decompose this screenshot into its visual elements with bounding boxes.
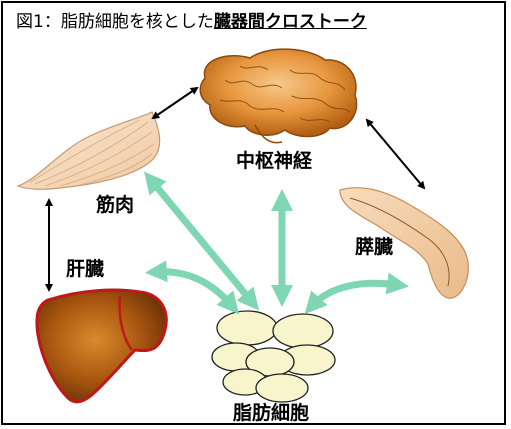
label-adipocyte: 脂肪細胞	[233, 402, 309, 424]
adipocyte-cell	[217, 311, 277, 345]
brain-illustration	[200, 49, 356, 143]
arrow-brain-pancreas	[367, 120, 424, 188]
label-liver: 肝臓	[66, 258, 104, 280]
adipocyte-cluster	[212, 311, 335, 402]
adipocyte-cell	[273, 314, 333, 348]
arrow-muscle-brain	[153, 88, 197, 118]
arrow-adipocyte-liver	[156, 272, 232, 306]
label-pancreas: 膵臓	[355, 236, 393, 258]
adipocyte-cell	[256, 374, 308, 402]
label-cns: 中枢神経	[236, 150, 312, 172]
liver-illustration	[37, 290, 166, 402]
arrow-adipocyte-pancreas	[312, 283, 398, 306]
muscle-illustration	[18, 112, 160, 189]
label-muscle: 筋肉	[96, 194, 134, 216]
